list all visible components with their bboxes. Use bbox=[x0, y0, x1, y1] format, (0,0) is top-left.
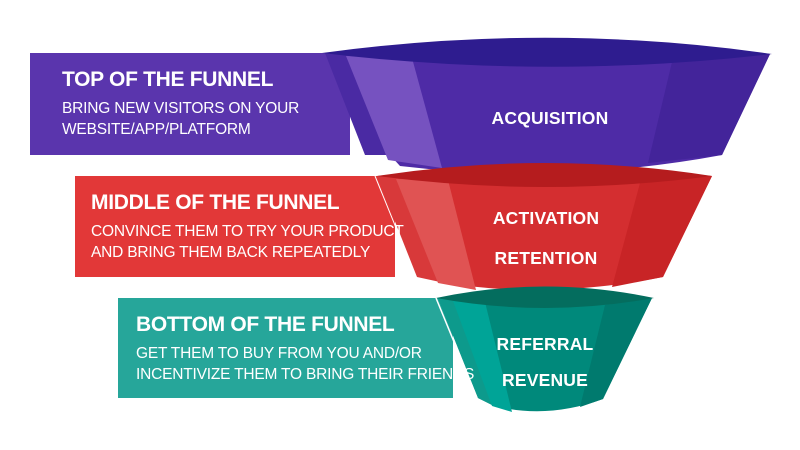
bottom-facet-right bbox=[580, 298, 652, 407]
label-referral: REFERRAL bbox=[496, 334, 594, 354]
description-line: CONVINCE THEM TO TRY YOUR PRODUCT bbox=[91, 223, 404, 240]
top-rim bbox=[322, 37, 772, 67]
middle-stage-title: MIDDLE OF THE FUNNEL bbox=[91, 191, 340, 214]
top-facet-right bbox=[648, 54, 770, 163]
description-line: WEBSITE/APP/PLATFORM bbox=[62, 121, 251, 138]
description-line: AND BRING THEM BACK REPEATEDLY bbox=[91, 244, 371, 261]
middle-divider-line bbox=[374, 175, 417, 278]
middle-band bbox=[75, 176, 395, 277]
description-line: INCENTIVIZE THEM TO BRING THEIR FRIENDS bbox=[136, 366, 475, 383]
middle-facet-left bbox=[377, 176, 440, 282]
middle-facet-light bbox=[396, 179, 476, 290]
top-facet-left bbox=[325, 53, 387, 155]
top-stage-title: TOP OF THE FUNNEL bbox=[62, 68, 274, 91]
label-revenue: REVENUE bbox=[501, 370, 588, 390]
top-facet-light bbox=[346, 56, 442, 168]
label-retention: RETENTION bbox=[494, 248, 598, 268]
funnel-stage-middle bbox=[75, 163, 712, 290]
bottom-divider-line bbox=[435, 297, 478, 399]
bottom-facet-light bbox=[453, 301, 512, 412]
middle-stage-text: MIDDLE OF THE FUNNEL CONVINCE THEM TO TR… bbox=[91, 191, 404, 263]
funnel-stage-top bbox=[30, 37, 772, 174]
middle-stage-description: CONVINCE THEM TO TRY YOUR PRODUCT AND BR… bbox=[91, 221, 404, 263]
bottom-stage-text: BOTTOM OF THE FUNNEL GET THEM TO BUY FRO… bbox=[136, 313, 474, 385]
top-band bbox=[30, 53, 350, 155]
description-line: GET THEM TO BUY FROM YOU AND/OR bbox=[136, 345, 422, 362]
bottom-rim bbox=[436, 286, 654, 308]
bottom-stage-description: GET THEM TO BUY FROM YOU AND/OR INCENTIV… bbox=[136, 343, 474, 385]
top-stage-text: TOP OF THE FUNNEL BRING NEW VISITORS ON … bbox=[62, 68, 299, 140]
middle-rim bbox=[377, 163, 712, 187]
middle-facet-right bbox=[612, 176, 712, 287]
description-line: BRING NEW VISITORS ON YOUR bbox=[62, 100, 300, 117]
funnel-stage-bottom bbox=[118, 286, 654, 412]
bottom-stage-title: BOTTOM OF THE FUNNEL bbox=[136, 313, 395, 336]
top-stage-description: BRING NEW VISITORS ON YOUR WEBSITE/APP/P… bbox=[62, 98, 299, 140]
bottom-band bbox=[118, 298, 453, 398]
bottom-facet-left bbox=[438, 298, 494, 406]
label-acquisition: ACQUISITION bbox=[491, 108, 609, 128]
label-activation: ACTIVATION bbox=[492, 208, 600, 228]
